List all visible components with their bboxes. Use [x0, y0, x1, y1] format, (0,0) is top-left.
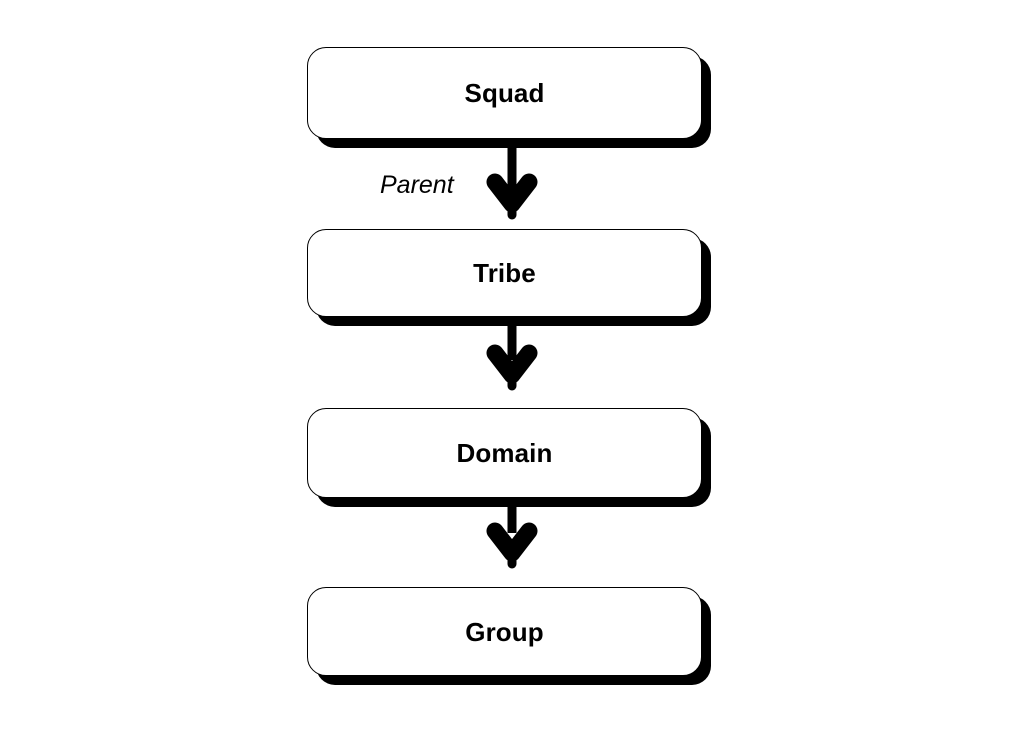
node-label-tribe: Tribe — [473, 258, 536, 288]
node-label-squad: Squad — [464, 78, 545, 108]
arrowhead-icon — [486, 344, 538, 384]
node-label-domain: Domain — [456, 438, 553, 468]
node-domain[interactable]: Domain — [307, 408, 702, 498]
edge-tribe-to-domain — [486, 317, 538, 391]
edge-label-parent: Parent — [380, 171, 454, 199]
node-label-group: Group — [465, 616, 544, 647]
arrowhead-icon — [486, 173, 538, 213]
edge-domain-to-group — [486, 498, 538, 569]
edge-squad-to-tribe — [486, 139, 538, 220]
node-squad[interactable]: Squad — [307, 47, 702, 139]
node-group[interactable]: Group — [307, 587, 702, 676]
node-tribe[interactable]: Tribe — [307, 229, 702, 317]
arrowhead-icon — [486, 522, 538, 562]
